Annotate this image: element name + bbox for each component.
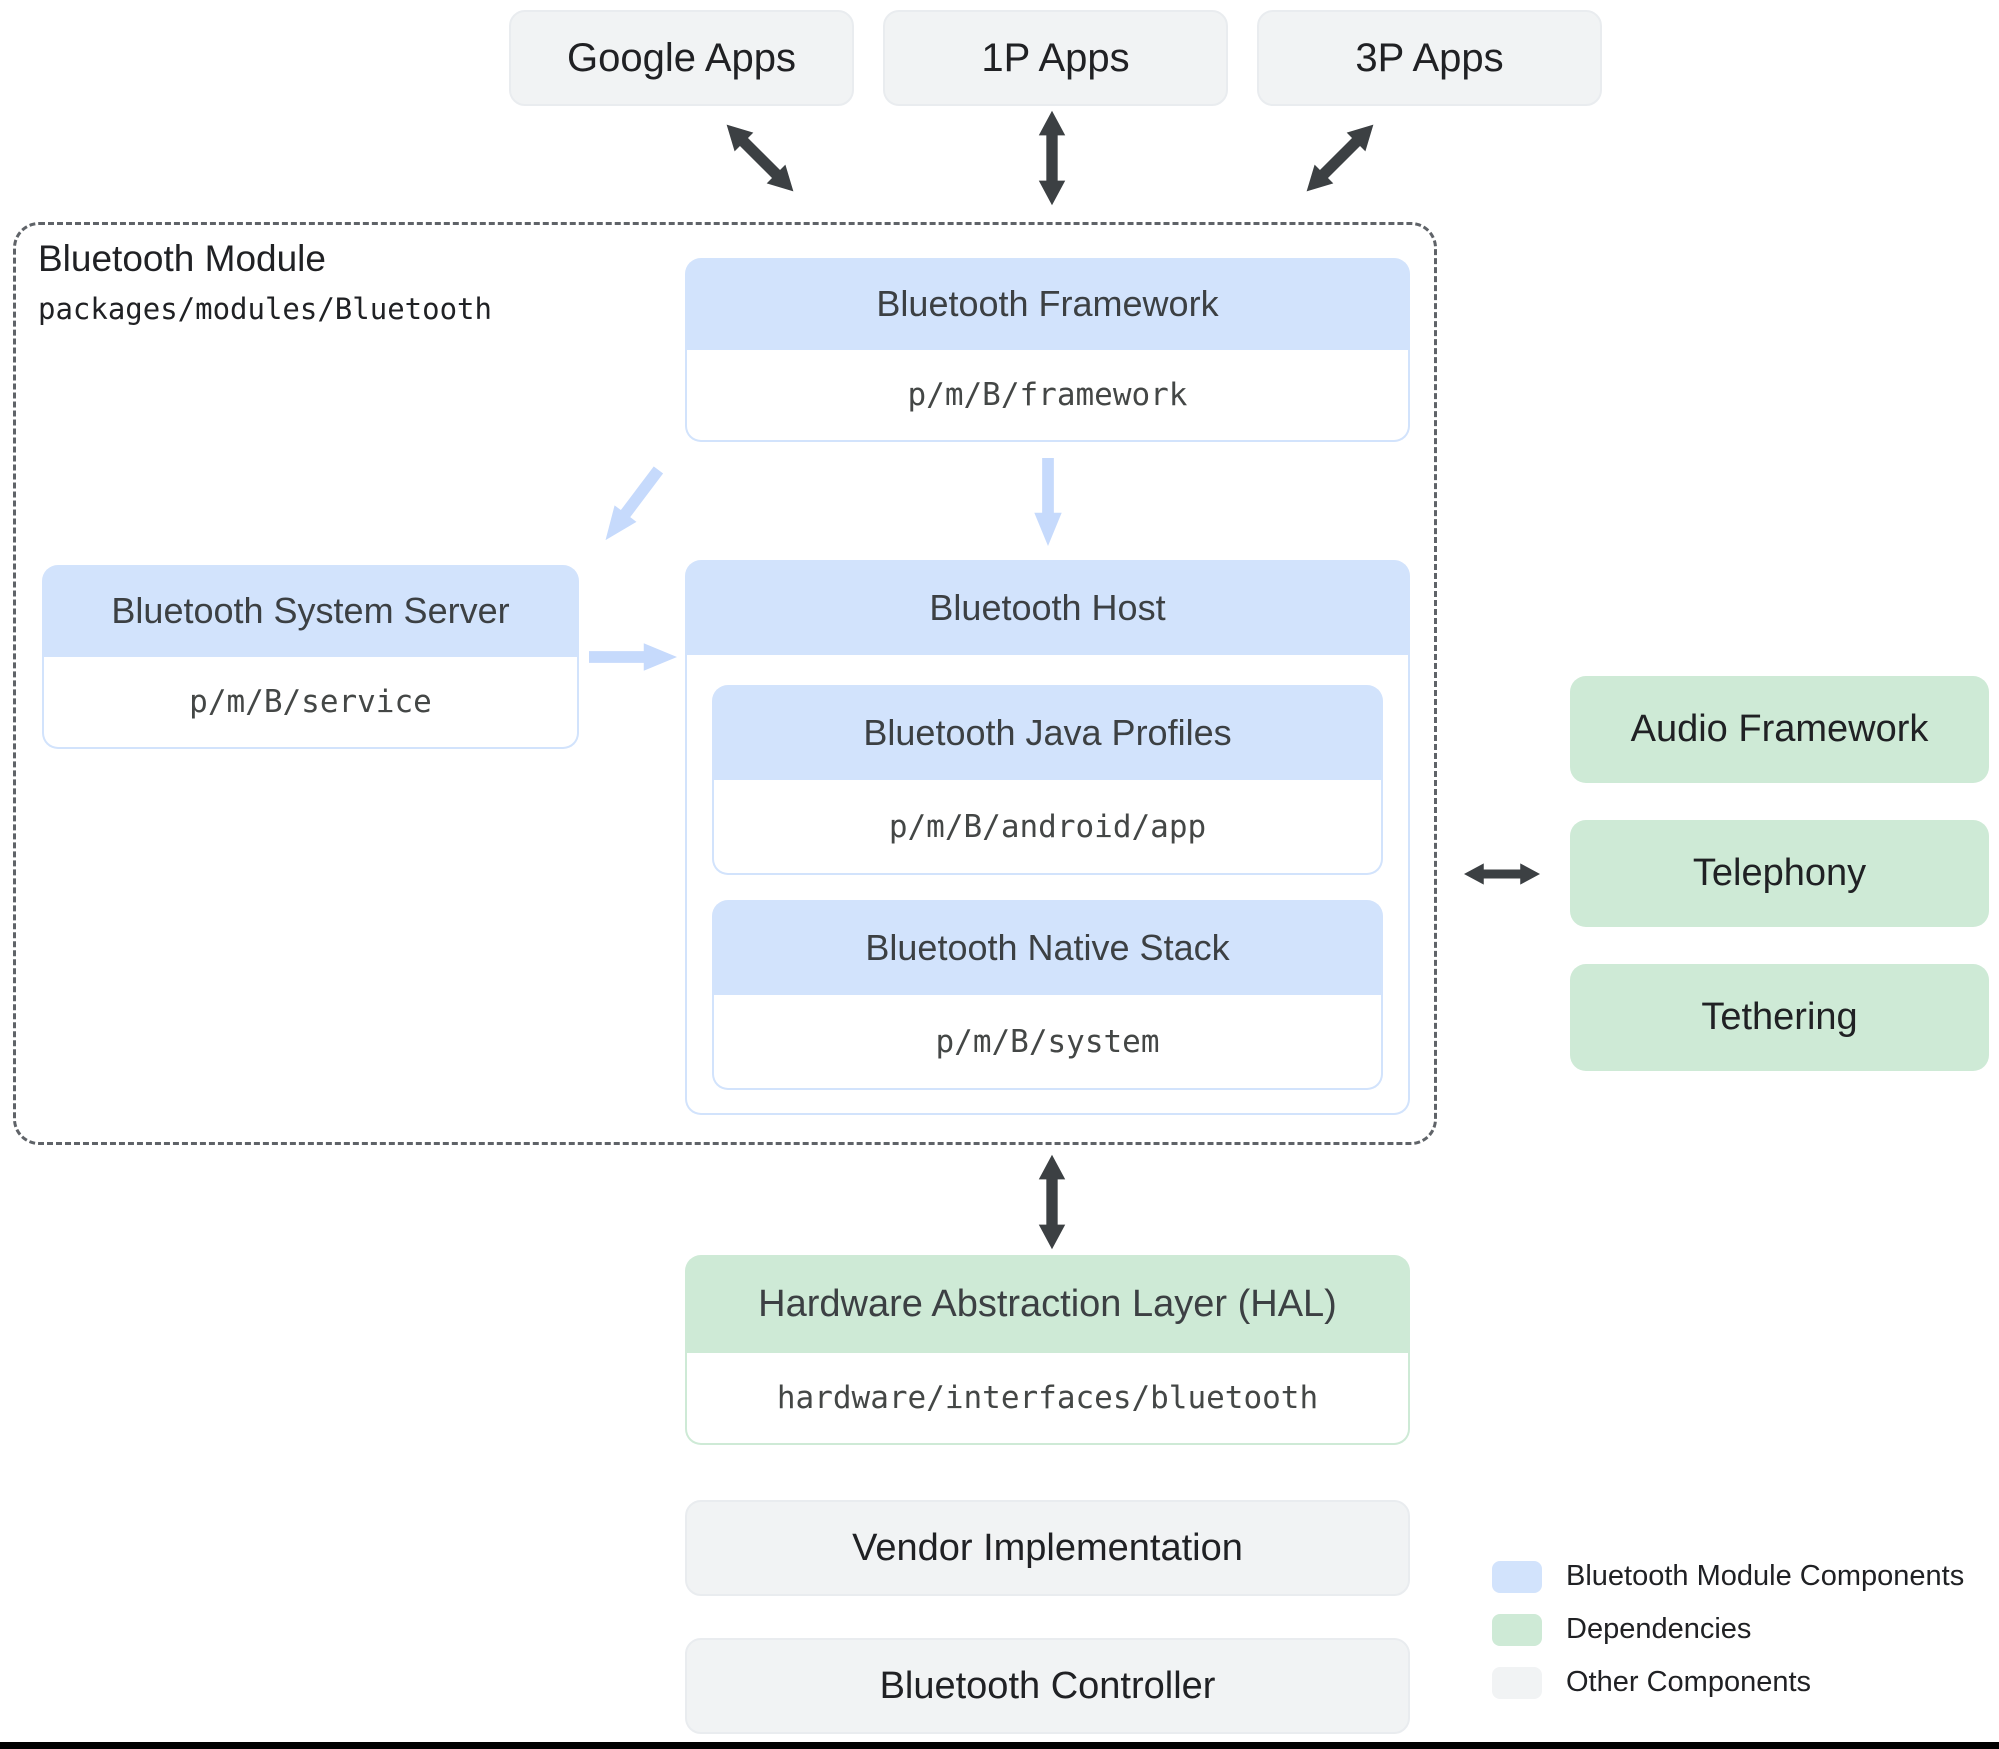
bluetooth-framework-title: Bluetooth Framework <box>685 258 1410 350</box>
tethering-box: Tethering <box>1570 964 1989 1071</box>
bluetooth-module-path: packages/modules/Bluetooth <box>38 292 492 326</box>
bluetooth-native-stack-title: Bluetooth Native Stack <box>712 900 1383 995</box>
bluetooth-java-profiles-title: Bluetooth Java Profiles <box>712 685 1383 780</box>
legend-item-other-components: Other Components <box>1492 1666 1811 1699</box>
bluetooth-system-server-box: Bluetooth System Server p/m/B/service <box>42 565 579 749</box>
legend-label-other-components: Other Components <box>1566 1666 1812 1698</box>
bluetooth-module-frame <box>13 222 1437 1145</box>
google-apps-box: Google Apps <box>509 10 854 106</box>
vendor-implementation-box: Vendor Implementation <box>685 1500 1410 1596</box>
legend-swatch-blue <box>1492 1560 1542 1593</box>
telephony-label: Telephony <box>1692 852 1867 894</box>
telephony-box: Telephony <box>1570 820 1989 927</box>
third-party-apps-box: 3P Apps <box>1257 10 1602 106</box>
legend-swatch-green <box>1492 1613 1542 1646</box>
bluetooth-java-profiles-path: p/m/B/android/app <box>712 780 1383 875</box>
google-apps-label: Google Apps <box>566 35 797 80</box>
google-apps-module-arrow-icon <box>714 112 806 204</box>
bluetooth-framework-path: p/m/B/framework <box>685 350 1410 442</box>
vendor-implementation-label: Vendor Implementation <box>852 1526 1243 1569</box>
first-party-apps-box: 1P Apps <box>883 10 1228 106</box>
hal-path: hardware/interfaces/bluetooth <box>685 1353 1410 1445</box>
legend-item-module-components: Bluetooth Module Components <box>1492 1560 1964 1593</box>
bluetooth-framework-box: Bluetooth Framework p/m/B/framework <box>685 258 1410 442</box>
bluetooth-system-server-title: Bluetooth System Server <box>42 565 579 657</box>
audio-framework-label: Audio Framework <box>1630 708 1929 750</box>
legend-label-dependencies: Dependencies <box>1566 1613 1752 1645</box>
first-party-apps-label: 1P Apps <box>981 35 1130 80</box>
bluetooth-java-profiles-box: Bluetooth Java Profiles p/m/B/android/ap… <box>712 685 1383 875</box>
module-dependencies-arrow-icon <box>1464 857 1540 891</box>
legend-label-module-components: Bluetooth Module Components <box>1566 1560 1965 1592</box>
module-hal-arrow-icon <box>1035 1154 1069 1250</box>
bluetooth-host-title: Bluetooth Host <box>685 560 1410 655</box>
first-party-apps-module-arrow-icon <box>1035 110 1069 206</box>
system-server-to-host-arrow-icon <box>589 641 677 673</box>
bluetooth-controller-box: Bluetooth Controller <box>685 1638 1410 1734</box>
bluetooth-controller-label: Bluetooth Controller <box>879 1664 1216 1707</box>
bluetooth-native-stack-path: p/m/B/system <box>712 995 1383 1090</box>
bluetooth-system-server-path: p/m/B/service <box>42 657 579 749</box>
framework-to-host-arrow-icon <box>1032 458 1064 546</box>
legend-swatch-gray <box>1492 1666 1542 1699</box>
bottom-edge-bar <box>0 1742 1999 1749</box>
third-party-apps-label: 3P Apps <box>1355 35 1504 80</box>
third-party-apps-module-arrow-icon <box>1294 112 1386 204</box>
framework-to-system-server-arrow-icon <box>593 460 672 550</box>
legend-item-dependencies: Dependencies <box>1492 1613 1751 1646</box>
bluetooth-native-stack-box: Bluetooth Native Stack p/m/B/system <box>712 900 1383 1090</box>
tethering-label: Tethering <box>1701 996 1858 1038</box>
hal-box: Hardware Abstraction Layer (HAL) hardwar… <box>685 1255 1410 1445</box>
audio-framework-box: Audio Framework <box>1570 676 1989 783</box>
bluetooth-module-title: Bluetooth Module <box>38 238 326 279</box>
hal-title: Hardware Abstraction Layer (HAL) <box>685 1255 1410 1353</box>
